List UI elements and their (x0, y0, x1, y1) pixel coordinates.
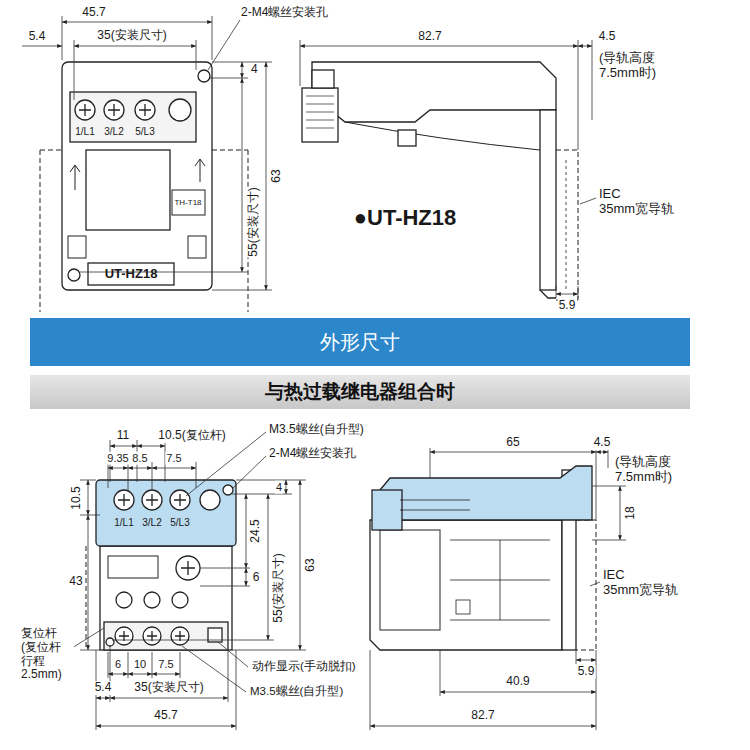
dimension-label: 55(安装尺寸) (272, 552, 286, 623)
dimension-label: 65 (505, 436, 520, 450)
dimension-label: 40.9 (505, 675, 530, 689)
part-marking: 1/L1 (74, 126, 95, 138)
dimension-label: 6 (114, 658, 122, 671)
dimension-label: 55(安装尺寸) (247, 186, 261, 257)
combined-side-view (370, 466, 596, 650)
part-marking: TH-T18 (173, 198, 202, 207)
dimension-label: 2-M4螺丝安装孔 (240, 6, 329, 20)
dimension-lines (370, 448, 626, 730)
part-marking: UT-HZ18 (104, 267, 159, 282)
dimension-label: (导轨高度 7.5mm时) (614, 455, 688, 485)
subsection-band: 与热过载继电器组合时 (30, 375, 690, 409)
dimension-label: 7.5 (165, 452, 182, 465)
dimension-label: 11 (116, 429, 130, 443)
dimension-label: IEC 35mm宽导轨 (598, 187, 684, 217)
dimension-label: 10.5 (70, 485, 84, 510)
dimension-label: 6 (252, 571, 261, 585)
part-marking: 5/L3 (134, 126, 155, 138)
dimension-label: 5.9 (577, 665, 596, 679)
dimension-label: 10 (133, 658, 147, 671)
dimension-lines (22, 16, 272, 290)
section-band: 外形尺寸 (30, 318, 690, 366)
dimension-label: 82.7 (417, 30, 442, 44)
dimension-label: 4.5 (598, 30, 617, 44)
dimension-label: ●UT-HZ18 (353, 205, 458, 230)
dimension-label: 5.4 (28, 30, 47, 44)
dimension-label: 4 (250, 63, 259, 77)
dimension-label: 2-M4螺丝安装孔 (268, 447, 357, 461)
dimension-label: IEC 35mm宽导轨 (602, 568, 688, 598)
dimension-label: 8.5 (131, 452, 148, 465)
combined-front-view (86, 480, 236, 650)
dimension-label: 复位杆 (复位杆 行程 2.5mm) (20, 627, 74, 682)
band-title: 外形尺寸 (320, 329, 400, 356)
dimension-label: (导轨高度 7.5mm时) (598, 51, 672, 81)
dimension-label: 动作显示(手动脱扣) (251, 660, 357, 673)
dimension-label: 9.35 (106, 452, 129, 465)
dimension-label: 35(安装尺寸) (96, 29, 167, 43)
dimension-label: 5.4 (94, 681, 113, 695)
dimension-label: 4 (275, 481, 283, 494)
part-marking: 3/L2 (141, 517, 162, 529)
dimension-label: M3.5螺丝(自升型) (268, 423, 365, 437)
dimension-label: 35(安装尺寸) (133, 681, 204, 695)
dimension-label: 24.5 (249, 518, 263, 543)
dimension-label: 63 (304, 557, 318, 572)
dimension-label: 43 (68, 575, 83, 589)
dimension-label: 82.7 (470, 709, 495, 723)
part-marking: 5/L3 (169, 517, 190, 529)
part-marking: 1/L1 (113, 517, 134, 529)
dimension-label: 5.9 (558, 299, 577, 313)
dimension-label: M3.5螺丝(自升型) (249, 685, 344, 698)
dimension-label: 45.7 (81, 6, 106, 20)
adapter-front-view (40, 62, 248, 312)
dimension-label: 45.7 (153, 709, 178, 723)
dimension-label: 4.5 (593, 436, 612, 450)
dimension-lines (300, 40, 596, 298)
dimension-label: 10.5(复位杆) (157, 429, 226, 443)
band-title: 与热过载继电器组合时 (265, 379, 455, 405)
part-marking: 3/L2 (103, 126, 124, 138)
adapter-side-view (302, 62, 578, 300)
dimension-label: 63 (270, 168, 284, 183)
dimension-label: 7.5 (157, 658, 174, 671)
dimension-label: 18 (624, 505, 638, 520)
